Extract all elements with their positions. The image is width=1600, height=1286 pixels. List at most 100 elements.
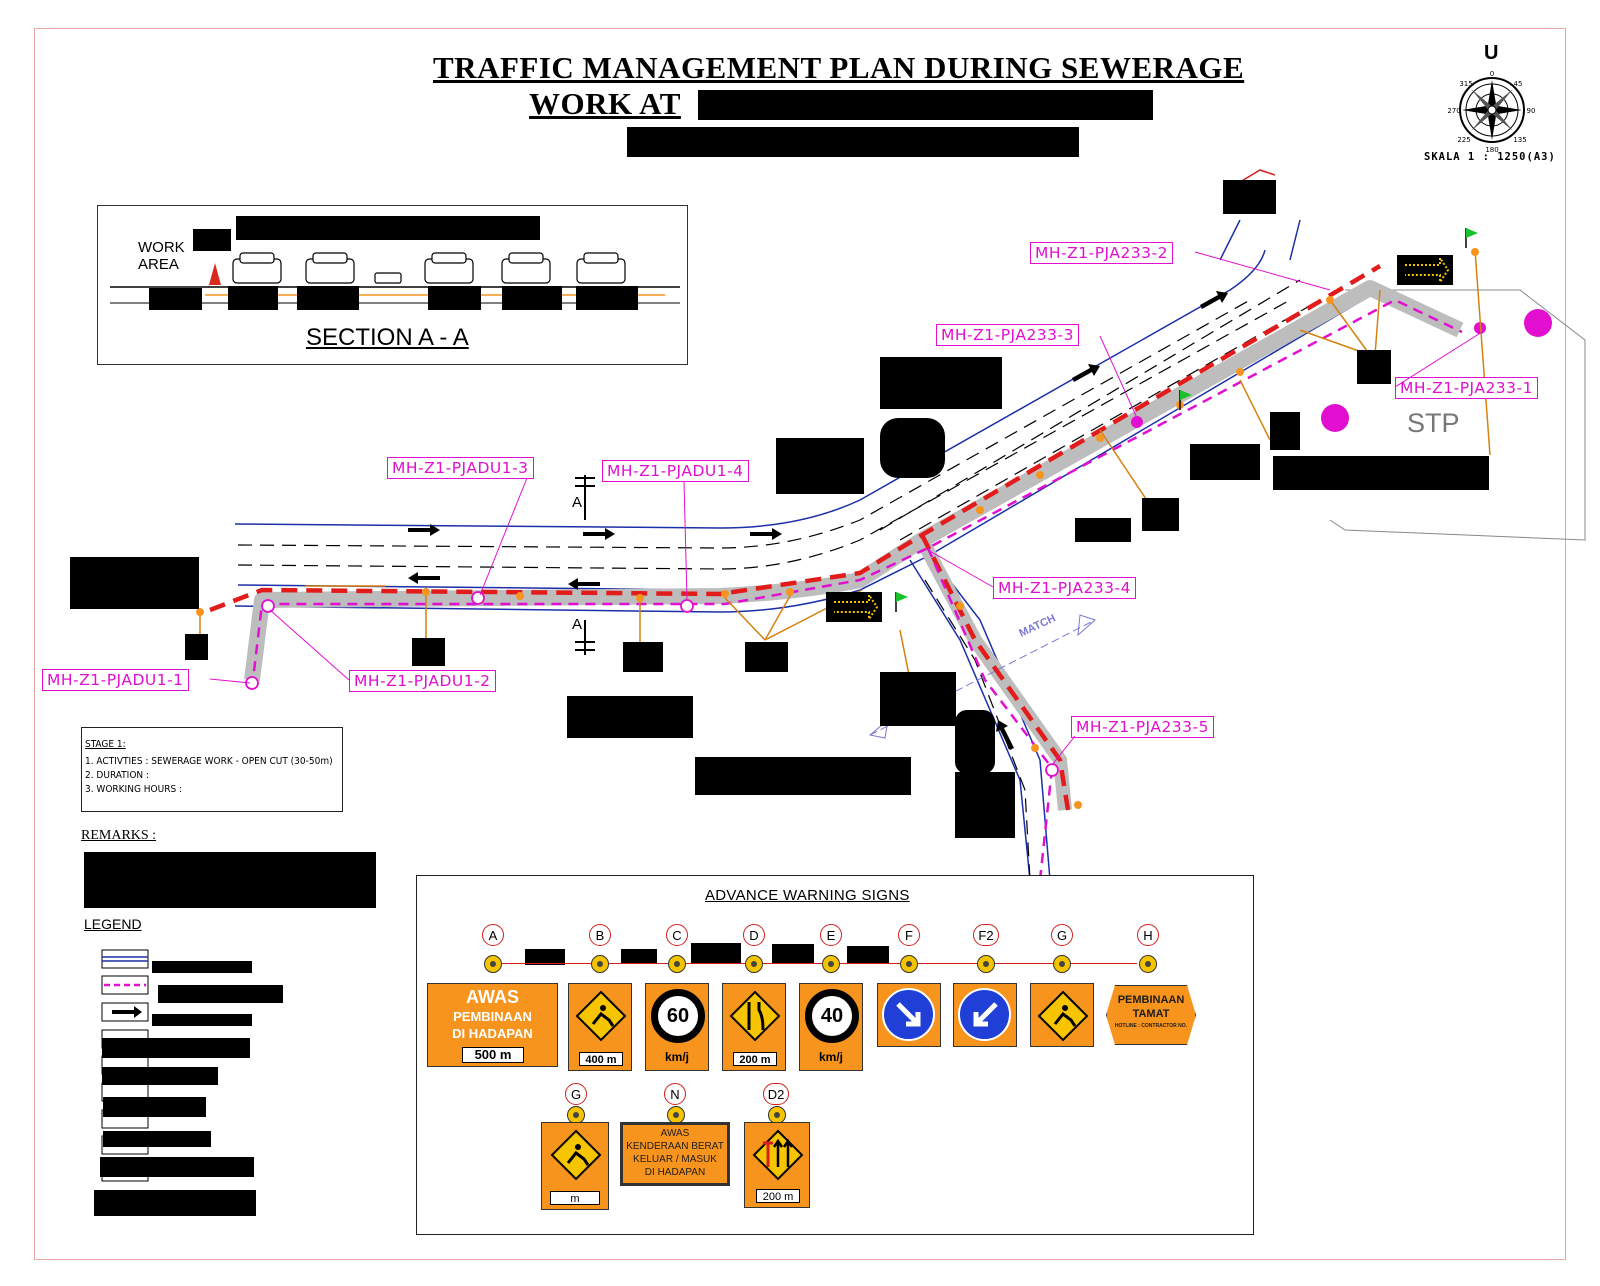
redacted-label-5 [70,557,199,609]
redacted-label-2 [880,357,1002,409]
redacted-label-9 [955,772,1015,838]
warning-lamp-icon [591,955,609,973]
keep-left-arrow-icon [973,1002,998,1027]
redacted-sign-5 [1142,498,1179,531]
road-narrows-icon [729,990,781,1042]
warning-lamp-icon [1053,955,1071,973]
section-a-a-label: SECTION A - A [306,324,469,351]
warning-lamp-icon [484,955,502,973]
sign-letter-a: A [482,924,504,946]
manhole-label: MH-Z1-PJA233-2 [1030,242,1173,264]
keep-right-arrow-icon [896,1002,921,1027]
redacted-label-4 [880,418,945,478]
redacted-sign-2 [412,638,445,666]
car-icon [232,252,626,284]
redacted-remarks [84,852,376,908]
manhole-label: MH-Z1-PJA233-5 [1071,716,1214,738]
redacted-location [698,90,1153,120]
legend-redact-1 [152,961,252,973]
remarks-title: REMARKS : [81,828,157,843]
aws-title: ADVANCE WARNING SIGNS [705,887,910,904]
redacted-dim-3 [297,286,359,310]
svg-text:45: 45 [1514,80,1523,88]
legend-redact-3 [152,1014,252,1026]
redacted-label-1 [1223,180,1276,214]
redacted-label-7 [880,672,956,726]
roadwork-icon [550,1129,602,1181]
flag-icon [1465,228,1478,248]
manhole-label: MH-Z1-PJA233-3 [936,324,1079,346]
stage-panel [81,727,343,812]
redacted-label-13 [1273,456,1489,490]
sign-letter-f: F [898,924,920,946]
section-marker-bottom: A [572,616,583,633]
manhole-label: MH-Z1-PJADU1-2 [349,670,496,692]
drawing-frame [34,28,1566,1260]
legend-title: LEGEND [84,916,142,932]
manhole-label: MH-Z1-PJADU1-1 [42,669,189,691]
stage-title: STAGE 1: [85,739,126,750]
plan-title-line-1: TRAFFIC MANAGEMENT PLAN DURING SEWERAGE [433,50,1245,85]
redacted-label-8 [695,757,911,795]
manhole-label: MH-Z1-PJA233-4 [993,577,1136,599]
svg-text:315: 315 [1459,80,1472,88]
redacted-distance-2 [621,949,657,963]
redacted-dim-2 [228,286,278,310]
sign-letter-h: H [1137,924,1159,946]
sign-d2-lane-closed: 200 m [744,1122,810,1208]
legend-redact-7 [103,1131,211,1147]
svg-text:90: 90 [1527,107,1536,115]
roadwork-icon [575,990,627,1042]
warning-lamp-icon [745,955,763,973]
warning-lamp-icon [668,955,686,973]
redacted-location-line-3 [627,127,1079,157]
manhole-label: MH-Z1-PJADU1-4 [602,460,749,482]
manhole-label: MH-Z1-PJADU1-3 [387,457,534,479]
sign-letter-e: E [820,924,842,946]
redacted-label-11 [1075,518,1131,542]
warning-lamp-icon [977,955,995,973]
legend-redact-6 [103,1097,206,1117]
sign-f-keep-right [877,983,941,1047]
stage-item-1: 1. ACTIVTIES : SEWERAGE WORK - OPEN CUT … [85,756,333,767]
legend-redact-5 [102,1067,218,1085]
svg-text:135: 135 [1513,136,1526,144]
sign-a-awas-pembinaan: AWAS PEMBINAAN DI HADAPAN 500 m [427,983,558,1067]
redacted-distance-4 [772,944,814,964]
sign-c-speed-60: 60 km/j [645,983,709,1071]
redacted-dim-4 [428,286,481,310]
redacted-sign-6 [1270,412,1300,450]
sign-letter-f2: F2 [973,924,999,946]
sign-d-road-narrows: 200 m [722,983,786,1071]
sign-letter-g-row2: G [565,1083,587,1105]
section-marker-top: A [572,494,583,511]
redacted-sign-7 [1357,350,1391,384]
redacted-label-12 [1190,444,1260,480]
work-area-label: WORK AREA [138,239,185,273]
bearing-0: 0 [1490,70,1494,78]
compass-rose-icon: 0 45 90 135 180 225 270 315 [1448,70,1536,154]
sign-n-heavy-vehicles: AWAS KENDERAAN BERAT KELUAR / MASUK DI H… [620,1122,730,1186]
redacted-label-3 [776,438,864,494]
redacted-dim-1 [149,288,202,310]
sign-letter-b: B [589,924,611,946]
redacted-distance-1 [525,949,565,965]
warning-lamp-icon [667,1106,685,1124]
sign-letter-g: G [1051,924,1073,946]
svg-text:225: 225 [1457,136,1470,144]
sign-spacing-line [492,963,1137,964]
legend-redact-4 [102,1038,250,1058]
redacted-label-10 [955,710,995,774]
roadwork-icon [1037,990,1089,1042]
north-label: U [1484,42,1499,64]
redacted-dim-5 [502,286,562,310]
redacted-section-tag [193,229,231,251]
stage-item-2: 2. DURATION : [85,770,150,781]
svg-text:180: 180 [1485,146,1498,154]
redacted-label-6 [567,696,693,738]
stp-label: STP [1407,408,1460,438]
sign-e-speed-40: 40 km/j [799,983,863,1071]
redacted-distance-5 [847,946,889,964]
